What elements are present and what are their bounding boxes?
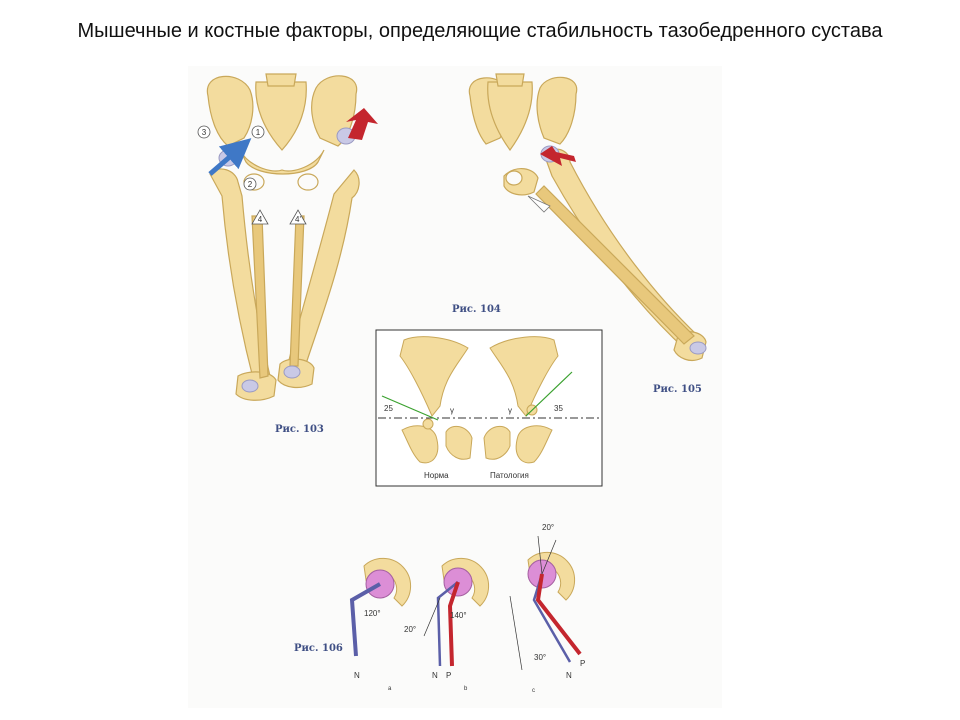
fig105-pelvis-illustration [468,73,707,362]
fig106-a-n: N [354,671,360,680]
scanned-page: 1 2 3 4 4' 25 3 [188,66,722,708]
fig106-b-angle-small: 20° [404,625,416,634]
fig106-b-p: P [446,671,451,680]
fig103-markers [197,125,307,225]
fig105-caption: Рис. 105 [653,384,702,395]
fig106-a-diagram [349,557,412,657]
fig103-red-arrow [346,108,378,140]
slide-title: Мышечные и костные факторы, определяющие… [77,20,883,42]
fig104-green-line-left [381,395,439,421]
fig106-caption: Рис. 106 [294,643,343,654]
fig105-up-arrow [527,195,551,213]
fig105-red-arrow [540,146,576,166]
fig103-marker-1: 1 [256,128,261,137]
fig104-gamma-right: γ [508,406,512,415]
fig106-a-letter: a [388,686,392,692]
fig106-a-angle: 120° [364,609,381,618]
fig104-label-norm: Норма [424,471,449,480]
fig103-blue-arrow [208,138,252,176]
fig103-marker-2: 2 [248,180,253,189]
fig103-caption: Рис. 103 [275,424,324,435]
fig106-c-n: N [566,671,572,680]
fig103-marker-3: 3 [202,128,207,137]
fig103-marker-4: 4 [258,215,263,224]
fig104-angle-left: 25 [384,404,393,413]
fig106-c-angle-bottom: 30° [534,653,546,662]
fig106-b-n: N [432,671,438,680]
fig103-marker-4prime: 4' [295,215,301,224]
fig106-b-diagram [423,557,490,667]
fig104-label-pathology: Патология [490,471,529,480]
fig106-c-p: P [580,659,585,668]
fig104-ilium-shapes [399,336,559,464]
fig103-pelvis-illustration [206,73,360,401]
fig106-c-letter: c [532,688,535,694]
fig104-green-line-right [525,371,573,417]
fig104-caption: Рис. 104 [452,304,501,315]
fig106-b-letter: b [464,686,468,692]
fig106-b-angle-main: 140° [450,611,467,620]
fig104-gamma-left: γ [450,406,454,415]
fig106-c-angle-top: 20° [542,523,554,532]
fig104-angle-right: 35 [554,404,563,413]
fig106-c-diagram [509,535,582,671]
